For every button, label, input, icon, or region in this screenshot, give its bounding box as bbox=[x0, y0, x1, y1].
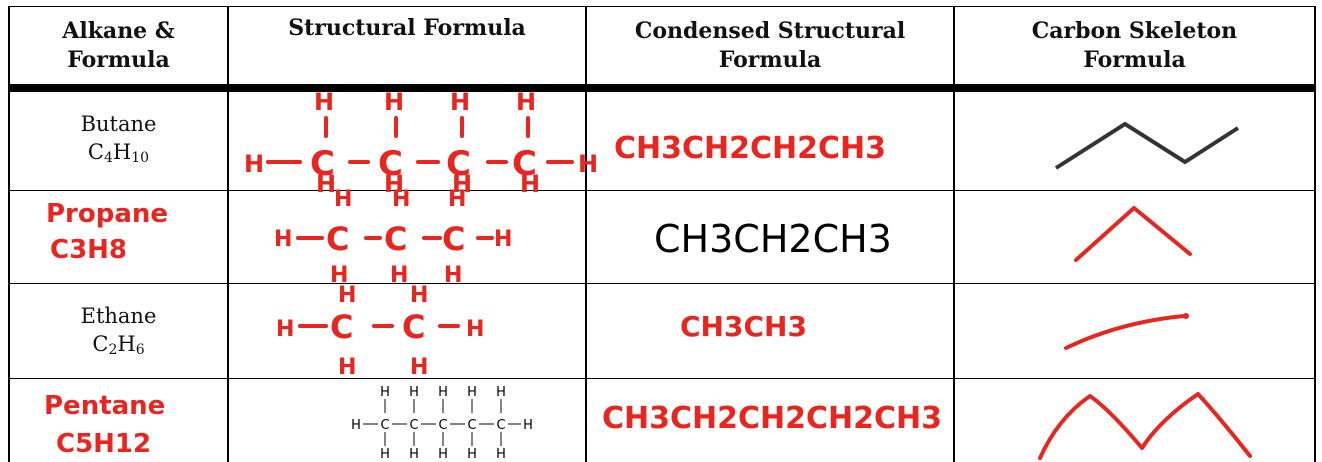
skeleton-ethane bbox=[1064, 314, 1186, 350]
header-alkane-formula: Alkane & Formula bbox=[10, 12, 227, 80]
svg-text:H: H bbox=[351, 418, 361, 433]
svg-text:H: H bbox=[523, 418, 533, 433]
svg-text:H: H bbox=[438, 447, 448, 462]
grid-line bbox=[8, 6, 1316, 7]
condensed-pentane: CH3CH2CH2CH2CH3 bbox=[602, 401, 942, 436]
svg-text:H: H bbox=[467, 385, 477, 400]
svg-text:C: C bbox=[409, 418, 418, 433]
svg-text:C: C bbox=[326, 220, 349, 258]
skeleton-propane bbox=[1074, 206, 1192, 262]
alkane-name: Butane bbox=[80, 112, 157, 136]
header-text: Condensed Structural bbox=[634, 18, 906, 44]
svg-text:H: H bbox=[496, 447, 506, 462]
svg-text:C: C bbox=[378, 144, 403, 184]
svg-text:C: C bbox=[442, 220, 465, 258]
skeleton-ethane-end bbox=[1183, 313, 1189, 319]
handwritten-name-propane: Propane bbox=[46, 199, 168, 229]
grid-line bbox=[8, 283, 1316, 284]
condensed-ethane: CH3CH3 bbox=[680, 310, 807, 343]
header-divider bbox=[8, 84, 1316, 92]
header-condensed: Condensed Structural Formula bbox=[587, 12, 953, 80]
svg-text:H: H bbox=[334, 187, 352, 212]
svg-text:H: H bbox=[330, 263, 348, 288]
svg-text:H: H bbox=[384, 88, 404, 116]
svg-text:H: H bbox=[338, 355, 356, 380]
alkane-name-ethane: Ethane C2H6 bbox=[10, 302, 227, 364]
svg-text:H: H bbox=[444, 263, 462, 288]
header-text: Alkane & bbox=[62, 18, 175, 44]
svg-text:H: H bbox=[276, 317, 294, 342]
handwritten-name-pentane: Pentane bbox=[44, 391, 165, 421]
svg-text:H: H bbox=[384, 170, 404, 198]
grid-line bbox=[227, 6, 229, 462]
handwritten-formula-propane: C3H8 bbox=[50, 235, 127, 265]
svg-text:H: H bbox=[410, 283, 428, 308]
svg-text:C: C bbox=[467, 418, 476, 433]
svg-text:H: H bbox=[390, 263, 408, 288]
svg-text:H: H bbox=[494, 227, 512, 252]
svg-text:H: H bbox=[520, 170, 540, 198]
svg-text:H: H bbox=[274, 227, 292, 252]
grid-line bbox=[585, 6, 587, 462]
header-skeleton: Carbon Skeleton Formula bbox=[955, 12, 1314, 80]
svg-text:H: H bbox=[448, 187, 466, 212]
svg-text:H: H bbox=[438, 385, 448, 400]
skeleton-butane bbox=[1054, 121, 1240, 170]
svg-text:C: C bbox=[330, 308, 353, 346]
grid-line bbox=[1314, 6, 1316, 462]
grid-line bbox=[953, 6, 955, 462]
svg-text:H: H bbox=[410, 355, 428, 380]
alkane-name-butane: Butane C4H10 bbox=[10, 110, 227, 172]
svg-text:C: C bbox=[310, 144, 335, 184]
grid-line bbox=[8, 6, 10, 462]
header-text: Formula bbox=[718, 47, 822, 73]
header-text: Carbon Skeleton bbox=[1031, 18, 1238, 44]
header-text: Formula bbox=[67, 47, 170, 73]
alkane-formula: C4H10 bbox=[87, 140, 150, 166]
svg-text:H: H bbox=[467, 447, 477, 462]
header-text: Structural Formula bbox=[288, 15, 526, 41]
grid-line bbox=[8, 190, 1316, 191]
svg-text:H: H bbox=[452, 170, 472, 198]
svg-text:H: H bbox=[244, 150, 264, 178]
condensed-propane: CH3CH2CH3 bbox=[654, 217, 892, 261]
svg-text:C: C bbox=[384, 220, 407, 258]
svg-text:C: C bbox=[512, 144, 537, 184]
svg-text:H: H bbox=[466, 317, 484, 342]
handwritten-formula-pentane: C5H12 bbox=[56, 429, 151, 459]
svg-text:C: C bbox=[446, 144, 471, 184]
svg-text:C: C bbox=[496, 418, 505, 433]
svg-text:H: H bbox=[316, 170, 336, 198]
svg-text:C: C bbox=[380, 418, 389, 433]
svg-text:H: H bbox=[338, 283, 356, 308]
header-text: Formula bbox=[1083, 47, 1186, 73]
butane-structure: H H H H H C C C C H H H H H bbox=[244, 88, 598, 198]
svg-text:H: H bbox=[392, 187, 410, 212]
svg-text:H: H bbox=[409, 447, 419, 462]
svg-text:H: H bbox=[450, 88, 470, 116]
grid-line bbox=[8, 378, 1316, 379]
alkane-name: Ethane bbox=[80, 304, 157, 328]
condensed-butane: CH3CH2CH2CH3 bbox=[614, 131, 886, 166]
svg-text:H: H bbox=[380, 447, 390, 462]
ethane-structure: H H H C C H H H bbox=[276, 283, 484, 380]
svg-text:H: H bbox=[516, 88, 536, 116]
svg-text:C: C bbox=[438, 418, 447, 433]
header-structural: Structural Formula bbox=[229, 12, 585, 82]
pentane-structure: H H H H H H C C C C C H H H H H H bbox=[351, 385, 533, 462]
alkane-formula: C2H6 bbox=[92, 332, 145, 358]
svg-text:H: H bbox=[578, 150, 598, 178]
svg-text:H: H bbox=[496, 385, 506, 400]
skeleton-pentane bbox=[1038, 392, 1252, 460]
svg-text:H: H bbox=[380, 385, 390, 400]
svg-text:C: C bbox=[402, 308, 425, 346]
svg-text:H: H bbox=[314, 88, 334, 116]
svg-text:H: H bbox=[409, 385, 419, 400]
